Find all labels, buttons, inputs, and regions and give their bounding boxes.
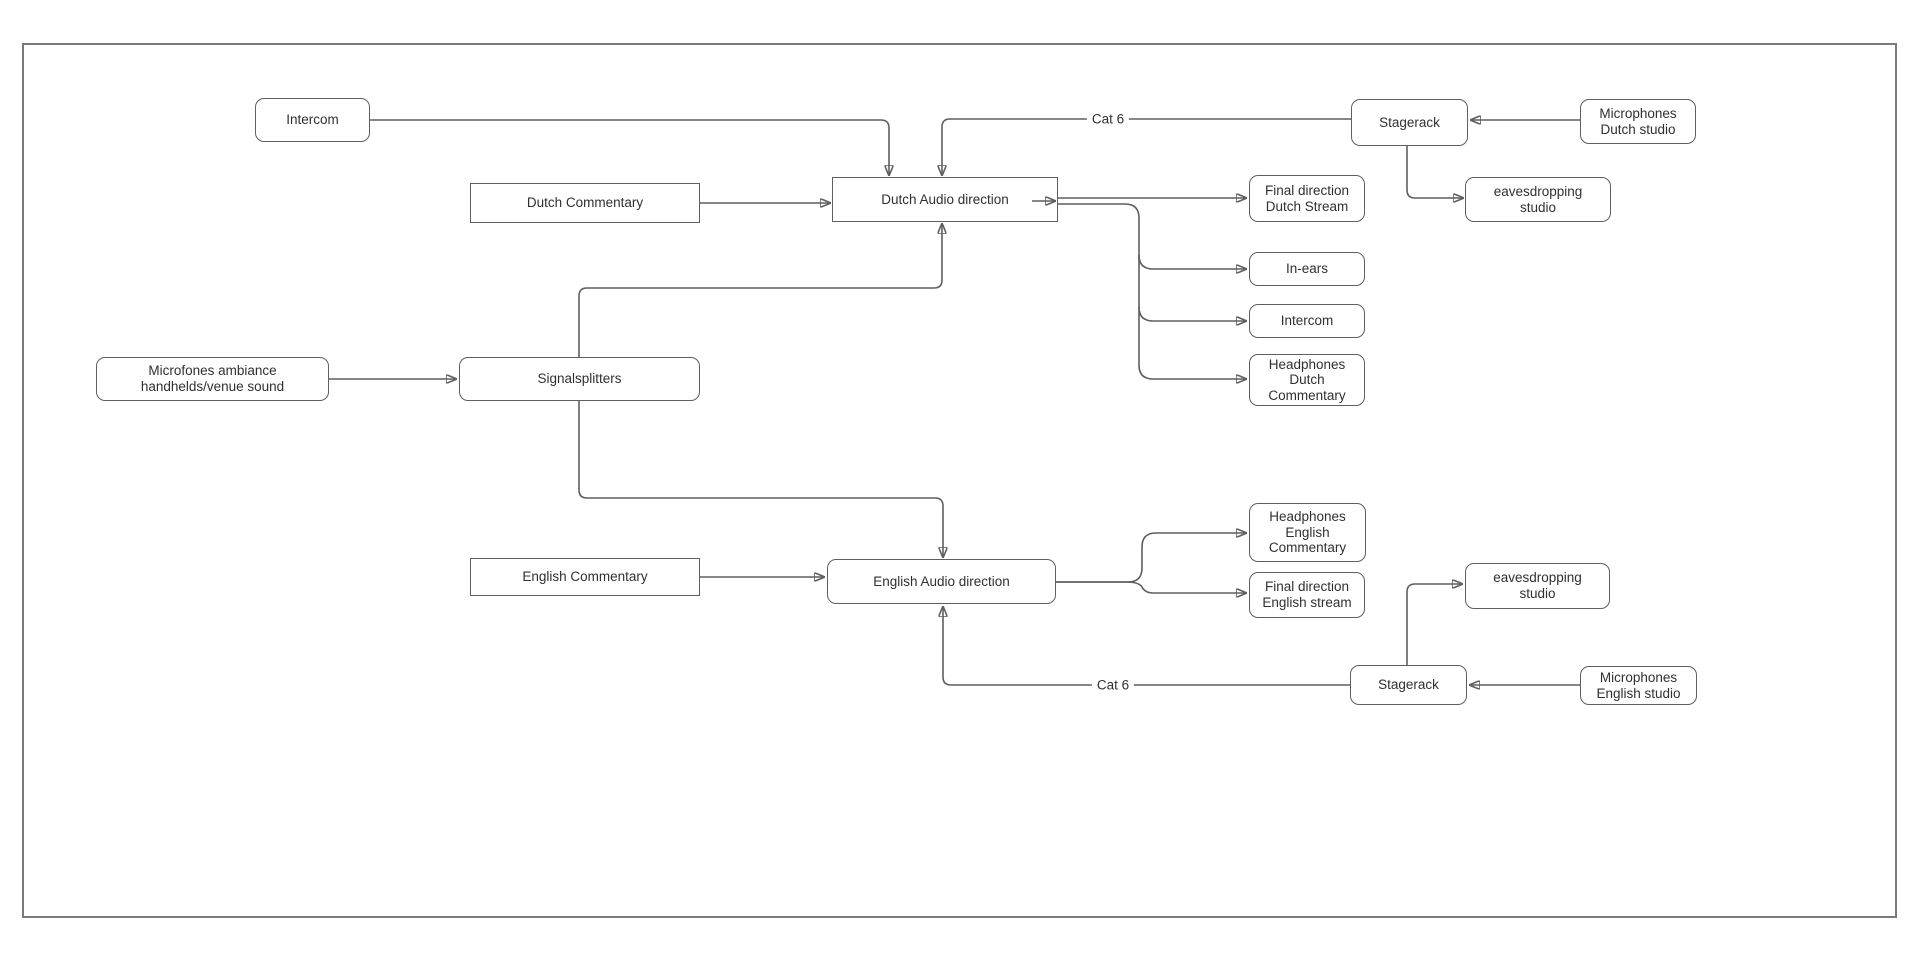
node-label: Dutch Audio direction	[881, 191, 1009, 207]
diagram-frame	[22, 43, 1897, 918]
node-microphones-dutch-studio: Microphones Dutch studio	[1580, 99, 1696, 144]
node-intercom-right: Intercom	[1249, 304, 1365, 338]
node-label: Stagerack	[1378, 677, 1439, 693]
node-headphones-english-commentary: Headphones English Commentary	[1249, 503, 1366, 562]
node-label: In-ears	[1285, 261, 1329, 277]
node-label: Intercom	[286, 112, 339, 128]
node-eavesdropping-studio-bottom: eavesdropping studio	[1465, 563, 1610, 609]
node-label: Final direction Dutch Stream	[1264, 182, 1350, 214]
node-label: Headphones Dutch Commentary	[1268, 356, 1346, 403]
node-dutch-commentary: Dutch Commentary	[470, 183, 700, 223]
node-in-ears: In-ears	[1249, 252, 1365, 286]
node-label: eavesdropping studio	[1493, 570, 1582, 601]
node-microfones-ambiance: Microfones ambiance handhelds/venue soun…	[96, 357, 329, 401]
node-stagerack-top: Stagerack	[1351, 99, 1468, 146]
node-eavesdropping-studio-top: eavesdropping studio	[1465, 177, 1611, 222]
node-signalsplitters: Signalsplitters	[459, 357, 700, 401]
node-headphones-dutch-commentary: Headphones Dutch Commentary	[1249, 354, 1365, 406]
node-label: Microfones ambiance handhelds/venue soun…	[140, 363, 285, 394]
node-label: Microphones Dutch studio	[1599, 105, 1677, 137]
node-stagerack-bottom: Stagerack	[1350, 665, 1467, 705]
node-label: Stagerack	[1379, 114, 1440, 130]
node-label: Final direction English stream	[1262, 579, 1352, 610]
node-intercom-left: Intercom	[255, 98, 370, 142]
node-english-audio-direction: English Audio direction	[827, 559, 1056, 604]
node-final-direction-dutch-stream: Final direction Dutch Stream	[1249, 175, 1365, 222]
edge-label-stagerack-bottom-to-english-audio: Cat 6	[1091, 677, 1135, 693]
node-english-commentary: English Commentary	[470, 558, 700, 596]
node-label: eavesdropping studio	[1493, 183, 1583, 215]
node-label: Intercom	[1280, 313, 1334, 329]
node-microphones-english-studio: Microphones English studio	[1580, 666, 1697, 705]
node-label: Headphones English Commentary	[1268, 509, 1347, 556]
node-final-direction-english-stream: Final direction English stream	[1249, 572, 1365, 618]
node-label: Microphones English studio	[1596, 669, 1681, 701]
node-label: English Audio direction	[873, 573, 1010, 589]
node-label: Dutch Commentary	[526, 195, 644, 211]
node-label: English Commentary	[522, 569, 648, 585]
edge-label-stagerack-top-to-dutch-audio: Cat 6	[1086, 111, 1130, 127]
node-label: Signalsplitters	[537, 371, 622, 387]
node-dutch-audio-direction: Dutch Audio direction	[832, 177, 1058, 222]
